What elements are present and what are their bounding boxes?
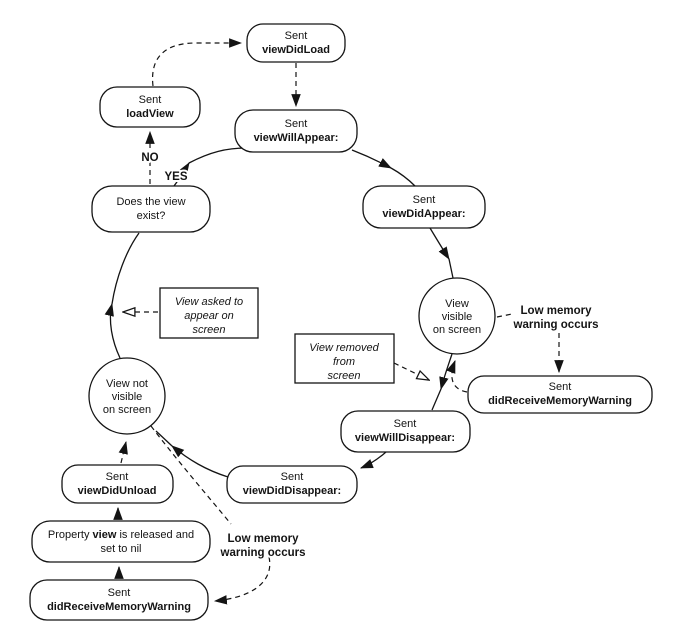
note-view-asked-line2: appear on <box>184 310 234 322</box>
node-sent-viewdidappear-shape <box>362 185 486 229</box>
node-sent-viewdidunload-line1: Sent <box>106 471 129 483</box>
edge-yes-to-viewwillappear-tail <box>188 147 247 164</box>
node-sent-viewwilldisappear: Sent viewWillDisappear: <box>340 410 471 453</box>
edge-viewwilldisappear-to-viewdiddisappear <box>359 451 387 469</box>
node-sent-viewdidload-shape <box>246 23 346 63</box>
label-low-memory-bottom-line2: warning occurs <box>220 547 306 559</box>
node-sent-loadview-line1: Sent <box>139 94 162 106</box>
node-sent-viewdidunload: Sent viewDidUnload <box>61 464 174 504</box>
node-sent-viewwillappear-shape <box>234 109 358 153</box>
node-sent-didreceivememorywarning-bottom: Sent didReceiveMemoryWarning <box>29 579 209 621</box>
node-does-view-exist-line2: exist? <box>137 210 166 222</box>
node-sent-viewdidappear: Sent viewDidAppear: <box>362 185 486 229</box>
label-no: NO <box>141 152 158 164</box>
node-sent-loadview: Sent loadView <box>99 86 201 128</box>
node-sent-viewdiddisappear: Sent viewDidDisappear: <box>226 465 358 504</box>
node-sent-didreceivememorywarning-right-line1: Sent <box>549 381 572 393</box>
note-view-removed-line1: View removed <box>309 342 379 354</box>
edge-memorywarning-right-to-visible <box>446 359 468 393</box>
note-view-removed-line3: screen <box>327 370 360 382</box>
label-low-memory-right: Low memory warning occurs <box>511 303 601 333</box>
node-sent-didreceivememorywarning-bottom-shape <box>29 579 209 621</box>
label-low-memory-right-line1: Low memory <box>521 305 593 317</box>
node-sent-viewwilldisappear-line1: Sent <box>394 418 417 430</box>
edge-loadview-to-viewdidload <box>151 38 243 87</box>
edge-yes-to-viewwillappear-arrow <box>173 162 190 187</box>
edge-visible-to-viewwilldisappear-tail <box>431 388 442 411</box>
edge-notvisible-to-doesexist-arrow <box>104 302 121 359</box>
solid-edges <box>104 147 454 579</box>
node-sent-viewdiddisappear-line2: viewDidDisappear: <box>243 485 341 497</box>
node-sent-didreceivememorywarning-bottom-line1: Sent <box>108 587 131 599</box>
edge-viewdidappear-to-visible-arrow <box>429 227 450 260</box>
node-sent-loadview-line2: loadView <box>126 108 174 120</box>
node-sent-didreceivememorywarning-right-shape <box>467 375 653 414</box>
state-view-not-visible-line3: on screen <box>103 404 151 416</box>
node-sent-viewdidload: Sent viewDidLoad <box>246 23 346 63</box>
edge-visible-to-lowmemory-right <box>496 313 513 318</box>
label-low-memory-bottom: Low memory warning occurs <box>218 531 308 561</box>
state-view-visible-on-screen: View visible on screen <box>418 277 496 355</box>
note-view-asked-shape <box>159 287 259 339</box>
state-view-not-visible-on-screen: View not visible on screen <box>88 357 166 435</box>
edge-notvisible-to-doesexist-tail <box>111 232 140 305</box>
node-does-view-exist-line1: Does the view <box>116 196 185 208</box>
node-property-view-released-line2: set to nil <box>101 543 142 555</box>
node-property-view-released: Property view is released and set to nil <box>31 520 211 563</box>
node-sent-viewwillappear-line2: viewWillAppear: <box>254 132 339 144</box>
note-view-asked-line3: screen <box>192 324 225 336</box>
node-sent-viewdidload-line1: Sent <box>285 30 308 42</box>
node-does-view-exist-shape <box>91 185 211 233</box>
state-view-visible-line2: visible <box>442 311 473 323</box>
note-view-removed-line2: from <box>333 356 355 368</box>
node-sent-viewwillappear-line1: Sent <box>285 118 308 130</box>
note-view-removed-from-screen: View removed from screen <box>294 333 395 384</box>
state-view-visible-line1: View <box>445 298 469 310</box>
node-sent-viewwillappear: Sent viewWillAppear: <box>234 109 358 153</box>
edge-viewdiddisappear-to-notvisible-tail <box>155 430 173 447</box>
edge-lowmemory-bottom-to-memorywarning <box>213 556 271 605</box>
node-sent-didreceivememorywarning-bottom-line2: didReceiveMemoryWarning <box>47 601 191 613</box>
edge-viewdiddisappear-to-notvisible-arrow <box>171 445 229 478</box>
node-does-view-exist: Does the view exist? <box>91 185 211 233</box>
edge-viewwillappear-to-viewdidappear-arrow <box>351 149 392 169</box>
node-property-view-released-line1: Property view is released and <box>48 529 194 541</box>
node-sent-viewdidload-line2: viewDidLoad <box>262 44 330 56</box>
note-view-removed-shape <box>294 333 395 384</box>
label-low-memory-bottom-line1: Low memory <box>228 533 300 545</box>
node-sent-didreceivememorywarning-right: Sent didReceiveMemoryWarning <box>467 375 653 414</box>
node-sent-viewdidappear-line1: Sent <box>413 194 436 206</box>
node-sent-viewwilldisappear-shape <box>340 410 471 453</box>
state-view-not-visible-shape <box>88 357 166 435</box>
edge-visible-to-viewwilldisappear-arrow <box>439 353 453 391</box>
node-sent-viewwilldisappear-line2: viewWillDisappear: <box>355 432 455 444</box>
label-yes: YES <box>164 171 187 183</box>
note-view-asked-to-appear: View asked to appear on screen <box>159 287 259 339</box>
label-low-memory-right-line2: warning occurs <box>513 319 599 331</box>
node-sent-loadview-shape <box>99 86 201 128</box>
node-sent-didreceivememorywarning-right-line2: didReceiveMemoryWarning <box>488 395 632 407</box>
edge-viewwillappear-to-viewdidappear-tail <box>390 167 416 187</box>
state-view-visible-line3: on screen <box>433 324 481 336</box>
note-view-asked-line1: View asked to <box>175 296 243 308</box>
state-view-not-visible-line2: visible <box>112 391 143 403</box>
node-sent-viewdiddisappear-line1: Sent <box>281 471 304 483</box>
state-view-visible-shape <box>418 277 496 355</box>
node-property-view-released-shape <box>31 520 211 563</box>
node-sent-viewdidappear-line2: viewDidAppear: <box>382 208 465 220</box>
node-sent-viewdiddisappear-shape <box>226 465 358 504</box>
dashed-edges <box>118 38 564 605</box>
node-sent-viewdidunload-line2: viewDidUnload <box>78 485 157 497</box>
edge-viewremoved-to-cycle <box>393 362 429 380</box>
edge-notvisible-to-lowmemory-bottom <box>150 425 232 525</box>
edge-viewdidappear-to-visible-tail <box>448 258 454 279</box>
node-sent-viewdidunload-shape <box>61 464 174 504</box>
edge-viewdidunload-to-notvisible <box>118 440 128 464</box>
state-view-not-visible-line1: View not <box>106 378 148 390</box>
